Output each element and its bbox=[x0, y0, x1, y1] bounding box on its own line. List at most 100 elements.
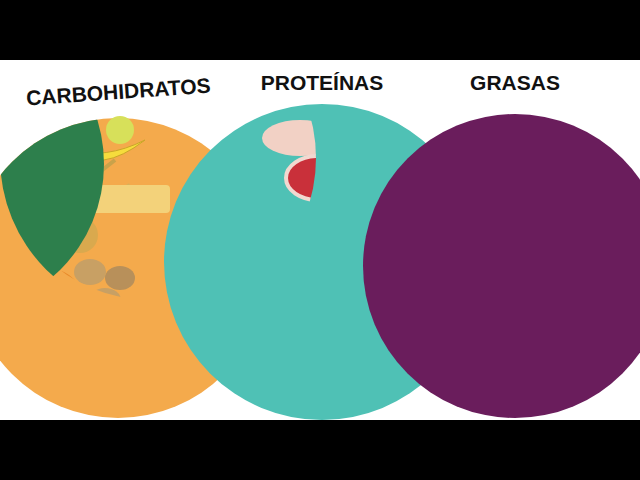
bean bbox=[237, 272, 247, 279]
bean bbox=[233, 291, 243, 298]
apple bbox=[106, 116, 134, 144]
potato bbox=[105, 266, 135, 290]
bean bbox=[195, 244, 205, 251]
bean bbox=[223, 341, 233, 348]
bean bbox=[200, 219, 210, 226]
bean bbox=[189, 275, 199, 282]
bean bbox=[260, 154, 270, 161]
overlap-region bbox=[164, 104, 480, 420]
circle-outline bbox=[363, 114, 640, 418]
grapefruit bbox=[133, 390, 157, 414]
bean bbox=[222, 347, 232, 354]
bean bbox=[206, 188, 216, 195]
apricot bbox=[63, 378, 87, 402]
food-circle bbox=[363, 114, 640, 418]
seeds bbox=[498, 356, 542, 400]
herb-sprig bbox=[590, 345, 620, 380]
chicken bbox=[262, 120, 338, 156]
bean bbox=[226, 328, 236, 335]
bean bbox=[168, 381, 178, 388]
bean bbox=[236, 278, 246, 285]
group-heading: PROTEÍNAS bbox=[261, 71, 384, 94]
bean bbox=[170, 369, 180, 376]
bean bbox=[253, 191, 263, 198]
bean bbox=[212, 157, 222, 164]
bean bbox=[221, 353, 231, 360]
lemon bbox=[96, 390, 120, 414]
bean bbox=[249, 210, 259, 217]
bean bbox=[227, 322, 237, 329]
bean bbox=[241, 253, 251, 260]
bean bbox=[194, 250, 204, 257]
bean bbox=[217, 372, 227, 379]
bean bbox=[191, 263, 201, 270]
bean bbox=[244, 235, 254, 242]
bean bbox=[175, 344, 185, 351]
bean bbox=[210, 169, 220, 176]
bean bbox=[220, 359, 230, 366]
bean bbox=[201, 213, 211, 220]
bean bbox=[180, 319, 190, 326]
yogurt-tub bbox=[408, 205, 466, 239]
bean bbox=[173, 356, 183, 363]
bean bbox=[183, 306, 193, 313]
avocado-half bbox=[527, 284, 583, 356]
sardine bbox=[352, 376, 404, 388]
bean bbox=[228, 316, 238, 323]
olive-oil-bottle bbox=[503, 125, 529, 205]
bean bbox=[238, 266, 248, 273]
salmon bbox=[405, 250, 478, 300]
food-group-circle: GRASAS bbox=[363, 114, 640, 418]
oil-pitcher bbox=[595, 215, 635, 333]
potato bbox=[89, 288, 121, 312]
olive bbox=[524, 209, 536, 221]
avocado bbox=[481, 248, 529, 332]
bean bbox=[190, 269, 200, 276]
bean bbox=[167, 147, 177, 154]
cold-cuts bbox=[258, 362, 292, 384]
bean bbox=[231, 303, 241, 310]
olive-leaf bbox=[555, 174, 605, 189]
bean bbox=[215, 384, 225, 391]
bean bbox=[257, 172, 267, 179]
bean bbox=[211, 163, 221, 170]
bean bbox=[248, 216, 258, 223]
egg bbox=[380, 291, 416, 319]
bean bbox=[178, 331, 188, 338]
bread-loaf bbox=[318, 140, 358, 162]
avocado-pit bbox=[544, 314, 570, 340]
bean bbox=[243, 241, 253, 248]
bean bbox=[254, 185, 264, 192]
bean bbox=[185, 294, 195, 301]
bean bbox=[242, 247, 252, 254]
yogurt-bottle bbox=[378, 185, 394, 227]
bean bbox=[258, 166, 268, 173]
bean bbox=[204, 200, 214, 207]
group-heading: GRASAS bbox=[470, 71, 560, 94]
bean bbox=[252, 197, 262, 204]
bean bbox=[174, 350, 184, 357]
bean bbox=[169, 375, 179, 382]
bean bbox=[216, 378, 226, 385]
dark-meat bbox=[292, 340, 352, 370]
steak bbox=[286, 156, 350, 200]
orange-fruit bbox=[136, 371, 164, 399]
bean bbox=[232, 297, 242, 304]
bean bbox=[259, 160, 269, 167]
olive bbox=[484, 204, 496, 216]
tuna-slab bbox=[295, 298, 353, 318]
nuts bbox=[403, 315, 447, 335]
bean bbox=[207, 182, 217, 189]
pumpkin bbox=[11, 268, 79, 316]
bean bbox=[186, 288, 196, 295]
olive-leaf bbox=[545, 130, 595, 145]
potato bbox=[74, 259, 106, 285]
olive bbox=[539, 206, 551, 218]
bean bbox=[184, 300, 194, 307]
overlap-region bbox=[0, 118, 268, 418]
bean bbox=[199, 225, 209, 232]
bread bbox=[40, 335, 155, 373]
bean bbox=[205, 194, 215, 201]
yogurt-cup bbox=[405, 168, 441, 190]
